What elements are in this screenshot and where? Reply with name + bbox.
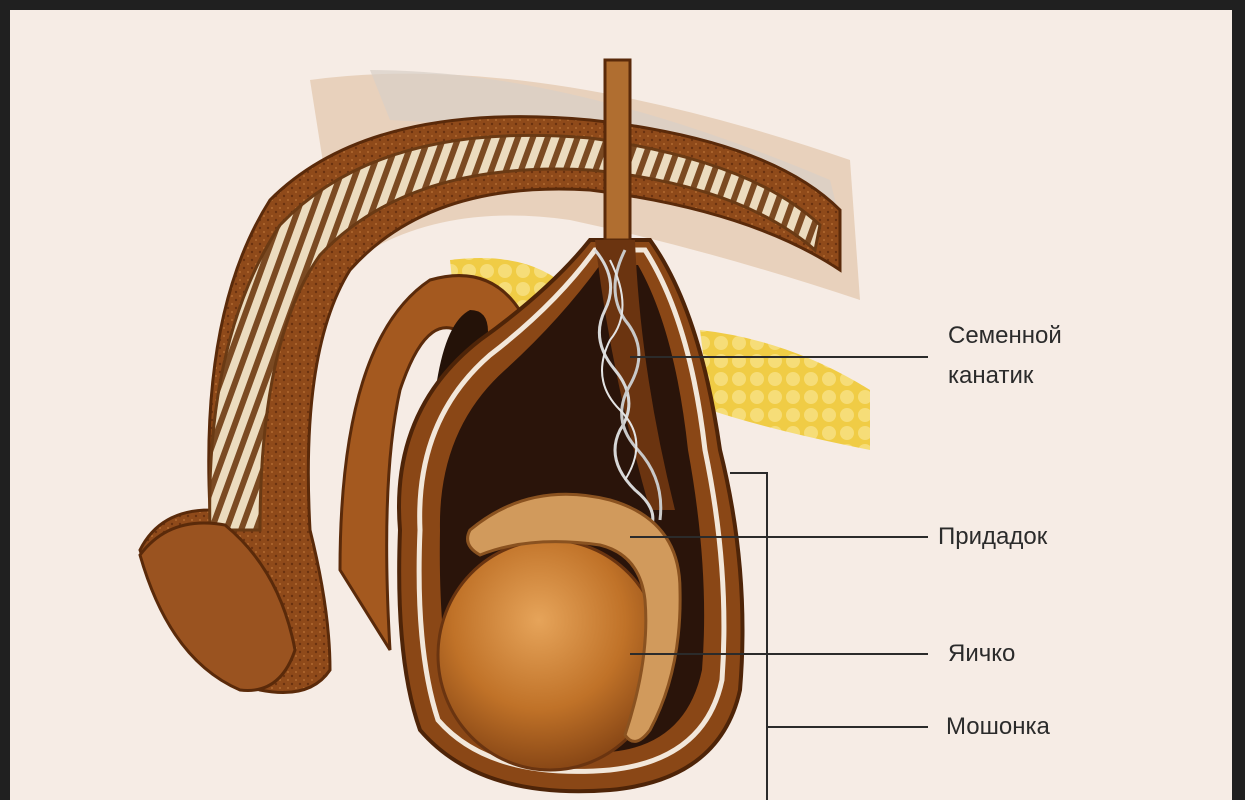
- label-scrotum: Мошонка: [946, 707, 1050, 747]
- label-spermatic-cord: Семенной канатик: [948, 316, 1062, 396]
- label-epididymis: Придадок: [938, 517, 1047, 557]
- diagram-canvas: Семенной канатик Придадок Яичко Мошонка: [10, 10, 1232, 800]
- label-testis: Яичко: [948, 634, 1015, 674]
- anatomy-illustration: [10, 10, 1232, 800]
